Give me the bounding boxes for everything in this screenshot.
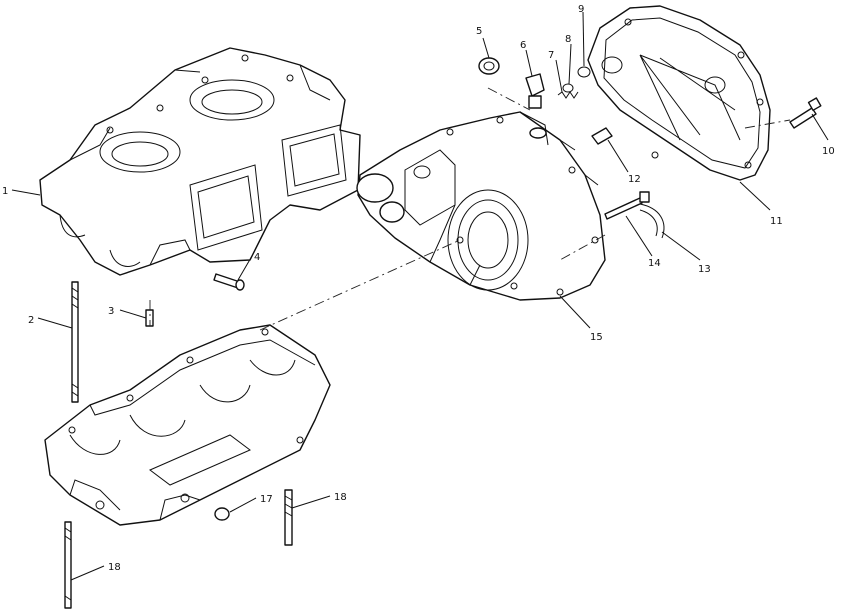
plug-part-6 (525, 73, 545, 109)
callout-3: 3 (108, 306, 114, 317)
callout-9: 9 (578, 4, 584, 15)
callout-11: 11 (770, 216, 783, 227)
dowel-part-12 (591, 127, 613, 145)
callout-18-right: 18 (334, 492, 347, 503)
gasket-part-13 (639, 203, 665, 239)
stud-part-2 (71, 281, 79, 403)
callout-7: 7 (548, 50, 554, 61)
leader-lines (11, 11, 829, 581)
callout-18-left: 18 (108, 562, 121, 573)
callout-5: 5 (476, 26, 482, 37)
callout-4: 4 (254, 252, 260, 263)
dowel-part-3 (145, 309, 154, 327)
callout-13: 13 (698, 264, 711, 275)
callout-15: 15 (590, 332, 603, 343)
outer-cover (587, 5, 771, 181)
spring-part-7 (557, 91, 579, 99)
callout-17: 17 (260, 494, 273, 505)
stud-part-18-left (64, 521, 72, 609)
callout-14: 14 (648, 258, 661, 269)
stud-part-18-right (284, 489, 293, 546)
lower-crankcase (44, 324, 331, 526)
callout-1: 1 (2, 186, 8, 197)
callout-8: 8 (565, 34, 571, 45)
callout-6: 6 (520, 40, 526, 51)
bolt-part-4 (213, 273, 245, 291)
oring-part-9 (577, 66, 591, 78)
callout-12: 12 (628, 174, 641, 185)
upper-crankcase (39, 47, 361, 276)
seal-part-5 (478, 57, 500, 75)
center-lines (149, 87, 791, 331)
callout-10: 10 (822, 146, 835, 157)
oring-part-8 (562, 83, 574, 93)
bolt-part-10 (789, 97, 822, 129)
callout-labels: 1 2 3 4 5 6 7 8 9 10 11 12 13 14 15 16 1… (2, 4, 835, 573)
callout-2: 2 (28, 315, 34, 326)
gear-housing (356, 111, 606, 301)
bolt-part-14 (604, 191, 650, 220)
nut-part-17 (214, 507, 230, 521)
